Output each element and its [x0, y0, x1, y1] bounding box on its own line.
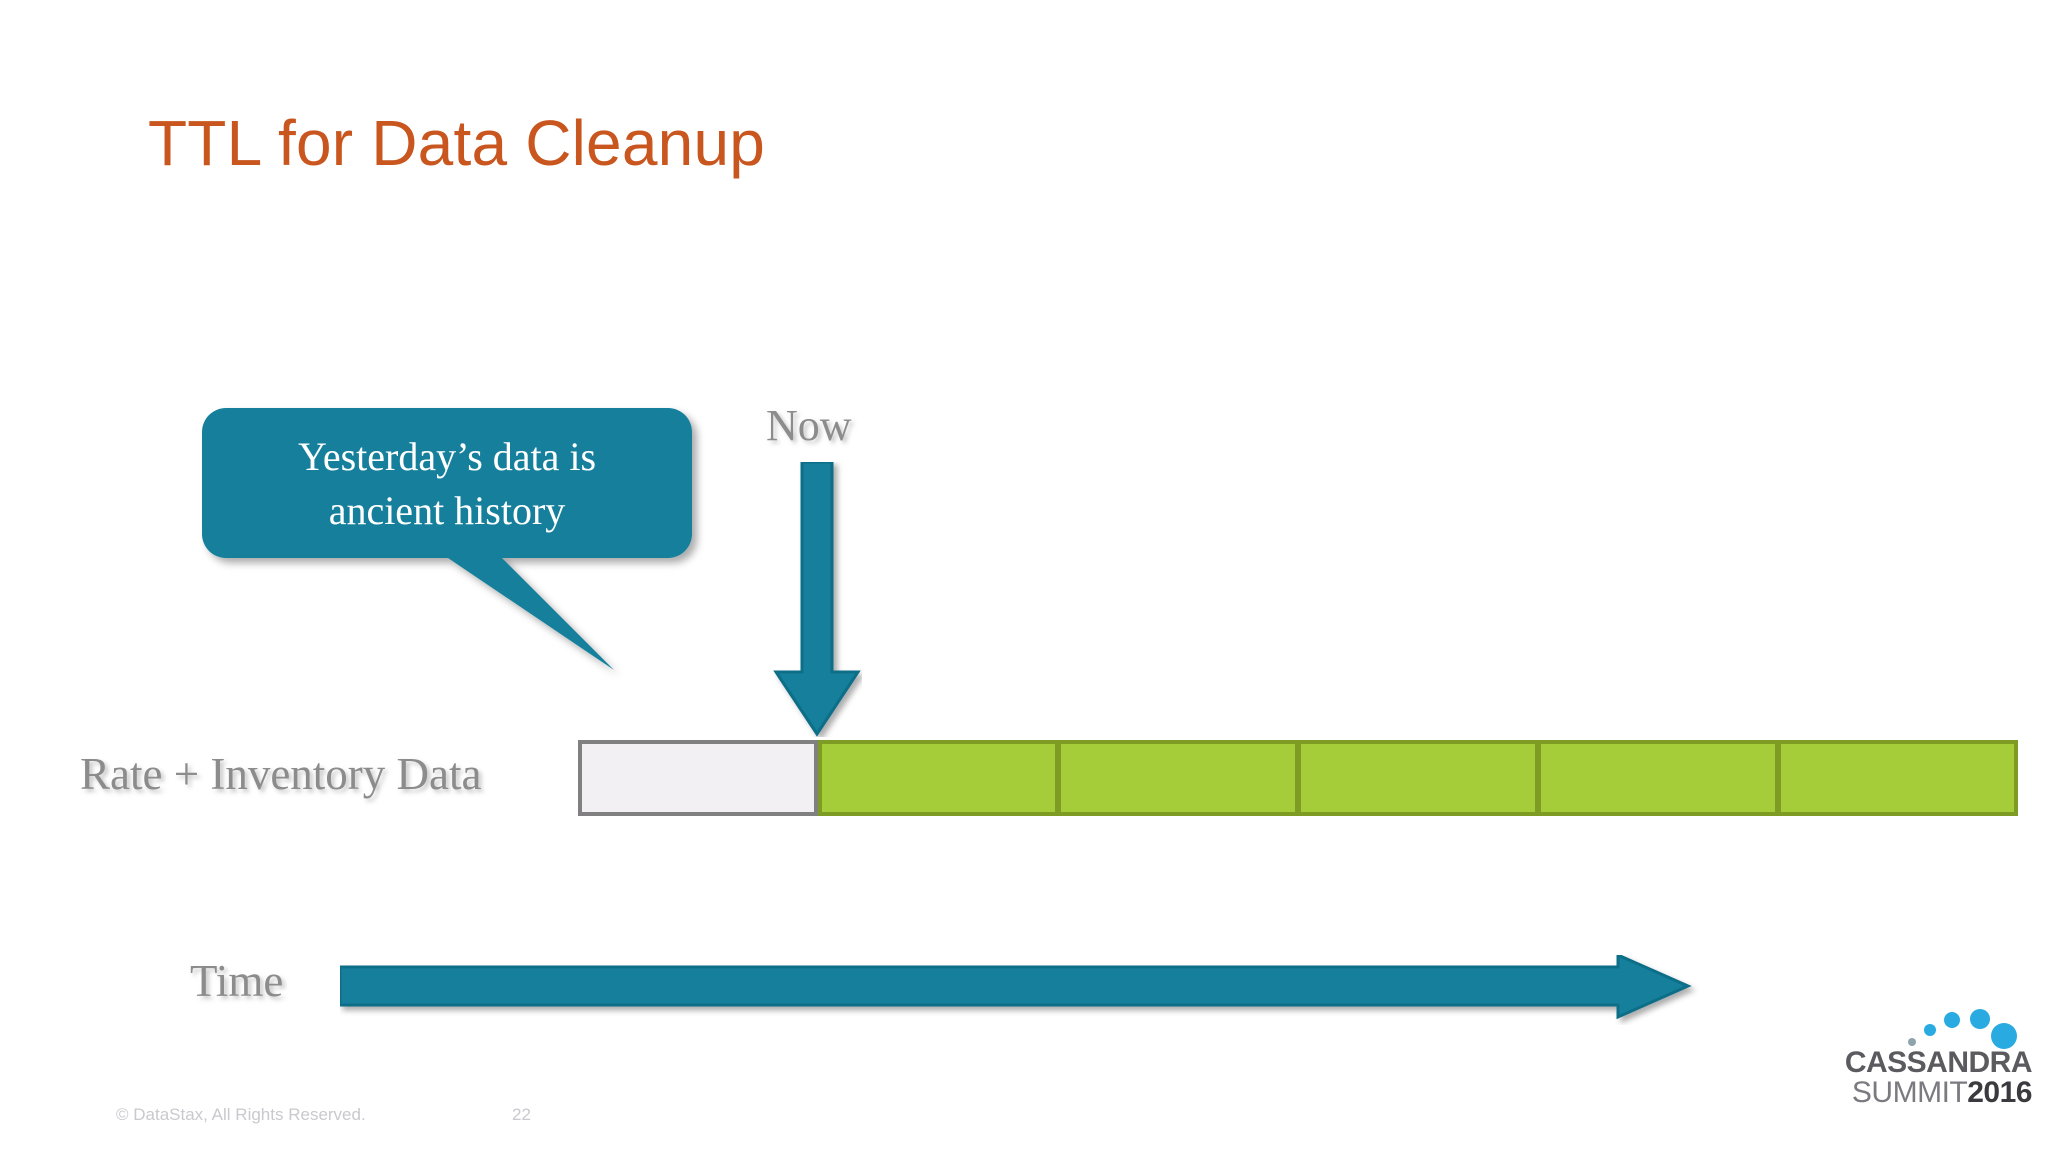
logo-line-cassandra: CASSANDRA — [1844, 1046, 2033, 1079]
slide-number: 22 — [512, 1105, 531, 1124]
logo-summit-text: SUMMIT — [1851, 1076, 1968, 1109]
now-down-arrow-icon — [773, 462, 861, 737]
logo-dots-icon — [1908, 1009, 2017, 1049]
timeline-segment-live — [818, 740, 1058, 816]
time-axis-label: Time — [190, 956, 284, 1006]
timeline-segment-live — [1778, 740, 2018, 816]
footer-copyright: © DataStax, All Rights Reserved. — [116, 1105, 366, 1124]
now-label: Now — [766, 401, 852, 450]
timeline-segment-live — [1058, 740, 1298, 816]
callout-bubble: Yesterday’s data is ancient history — [202, 408, 702, 670]
timeline-row-label: Rate + Inventory Data — [80, 749, 482, 799]
timeline-bar — [578, 740, 2018, 816]
timeline-segment-live — [1298, 740, 1538, 816]
cassandra-summit-logo: CASSANDRA SUMMIT2016 — [1820, 1000, 2033, 1120]
logo-year-text: 2016 — [1967, 1076, 2032, 1109]
timeline-segment-live — [1538, 740, 1778, 816]
timeline-segment-expired — [578, 740, 818, 816]
page-title: TTL for Data Cleanup — [148, 107, 766, 179]
time-right-arrow-icon — [340, 955, 1692, 1020]
logo-line-summit: SUMMIT2016 — [1820, 1076, 2033, 1109]
callout-shape — [202, 408, 692, 670]
